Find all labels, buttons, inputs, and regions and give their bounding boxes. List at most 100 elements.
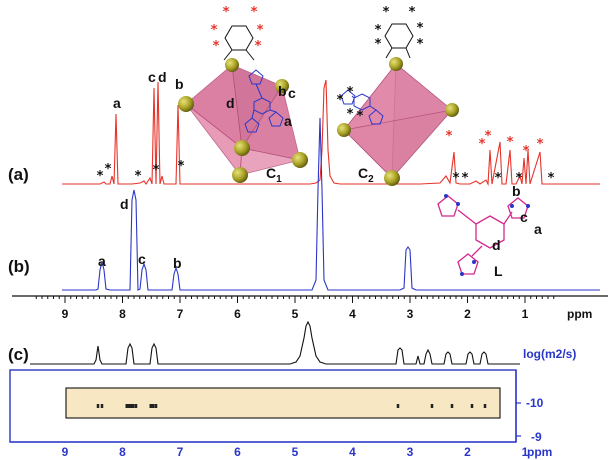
- ligand-N-dots: [444, 194, 530, 276]
- peak-star: *: [516, 171, 523, 186]
- peak-star: *: [462, 171, 469, 186]
- peak-star: *: [507, 135, 514, 150]
- bottom-ppm-tick-label: 1: [522, 445, 529, 459]
- cage-c2-star: *: [383, 5, 390, 20]
- cage-c2-star: *: [417, 21, 424, 36]
- cage-c1-stars: ******: [211, 5, 264, 54]
- bottom-ppm-tick-label: 2: [464, 445, 471, 459]
- dosy-spot: [154, 404, 158, 408]
- bottom-ppm-unit: ppm: [527, 445, 552, 459]
- bottom-ppm-tick-label: 3: [407, 445, 414, 459]
- cage-c2-stars: **********: [337, 5, 424, 124]
- cage-c2-star: *: [357, 109, 364, 124]
- cage-c1: [178, 25, 308, 183]
- dosy-spot: [134, 404, 138, 408]
- peak-star: *: [548, 171, 555, 186]
- cage-label-d: d: [226, 95, 235, 111]
- peak-star: *: [178, 159, 185, 174]
- peak-a-label-d: d: [158, 69, 167, 85]
- cage-c1-label: C1: [266, 165, 282, 185]
- dosy-spot: [149, 404, 155, 408]
- ppm-axis-ticks: 9 8 7 6 5 4 3 2 1: [35, 296, 555, 321]
- dosy-axis-unit: log(m2/s): [523, 347, 576, 361]
- dosy-tick-neg10: -10: [526, 396, 544, 410]
- bottom-ppm-tick-label: 8: [119, 445, 126, 459]
- bottom-ppm-tick-label: 7: [177, 445, 184, 459]
- ppm-tick-label: 9: [62, 307, 69, 321]
- cage-c2-star: *: [347, 85, 354, 100]
- dosy-spot: [450, 404, 454, 408]
- cage-c1-star: *: [255, 39, 262, 54]
- bottom-ppm-tick-label: 5: [292, 445, 299, 459]
- peak-star: *: [135, 169, 142, 184]
- cage-c2-star: *: [409, 5, 416, 20]
- cage-c1-star: *: [257, 23, 264, 38]
- trace-b-label: (b): [8, 257, 30, 276]
- peak-star: *: [523, 144, 530, 159]
- cage-label-c: c: [288, 85, 296, 101]
- peak-star: *: [105, 162, 112, 177]
- cage-label-b: b: [278, 83, 287, 99]
- cage-c2-label: C2: [358, 165, 374, 185]
- cage-c2-star: *: [375, 23, 382, 38]
- ppm-tick-label: 8: [119, 307, 126, 321]
- peak-star: *: [446, 129, 453, 144]
- bottom-ppm-tick-label: 6: [234, 445, 241, 459]
- peak-star: *: [153, 163, 160, 178]
- ppm-tick-label: 3: [407, 307, 414, 321]
- dosy-spot: [125, 404, 131, 408]
- peak-star: *: [453, 171, 460, 186]
- dosy-spot: [396, 404, 400, 408]
- ppm-tick-label: 2: [464, 307, 471, 321]
- bottom-ppm-tick-label: 4: [349, 445, 356, 459]
- trace-c-spectrum: [30, 320, 520, 365]
- peak-b-label-d: d: [120, 196, 129, 212]
- ppm-tick-label: 6: [234, 307, 241, 321]
- ligand-label-c: c: [520, 209, 528, 225]
- ppm-tick-label: 1: [522, 307, 529, 321]
- dosy-spot: [430, 404, 434, 408]
- bottom-ppm-ticks: 9 8 7 6 5 4 3 2 1: [10, 441, 529, 459]
- trace-b-spectrum: [62, 117, 600, 291]
- ligand-label-d: d: [492, 237, 501, 253]
- cage-c2-star: *: [347, 107, 354, 122]
- peak-star: *: [537, 137, 544, 152]
- trace-a-spectrum: [62, 79, 600, 187]
- peak-a-label-b: b: [175, 76, 184, 92]
- bottom-ppm-tick-label: 9: [62, 445, 69, 459]
- peak-a-label-a: a: [113, 95, 121, 111]
- cage-c1-star: *: [223, 5, 230, 20]
- dosy-spot: [129, 404, 135, 408]
- cage-c1-star: *: [211, 23, 218, 38]
- peak-b-label-b: b: [173, 255, 182, 271]
- cage-c2-star: *: [375, 37, 382, 52]
- cage-c1-star: *: [213, 39, 220, 54]
- dosy-spot: [96, 404, 100, 408]
- ligand-label-a: a: [534, 221, 542, 237]
- peak-star: *: [479, 137, 486, 152]
- ligand-label-b: b: [512, 183, 521, 199]
- cage-c2-star: *: [417, 37, 424, 52]
- trace-a-label: (a): [8, 165, 29, 184]
- ligand-L-structure: [437, 195, 529, 275]
- ppm-tick-label: 4: [349, 307, 356, 321]
- peak-star: *: [485, 129, 492, 144]
- dosy-tick-neg9: -9: [531, 430, 542, 444]
- dosy-box: [65, 387, 501, 419]
- dosy-spot: [470, 404, 474, 408]
- ppm-axis-unit: ppm: [567, 307, 592, 321]
- trace-c-label: (c): [8, 345, 29, 364]
- trace-a-stars: ****************: [97, 129, 555, 186]
- dosy-spots: [96, 404, 487, 408]
- cage-c2-star: *: [337, 93, 344, 108]
- ppm-tick-label: 7: [177, 307, 184, 321]
- cage-c1-star: *: [251, 5, 258, 20]
- ppm-tick-label: 5: [292, 307, 299, 321]
- peak-b-label-c: c: [138, 251, 146, 267]
- peak-b-label-a: a: [98, 253, 106, 269]
- dosy-spot: [483, 404, 487, 408]
- peak-star: *: [97, 169, 104, 184]
- dosy-spot: [100, 404, 104, 408]
- peak-a-label-c: c: [148, 69, 156, 85]
